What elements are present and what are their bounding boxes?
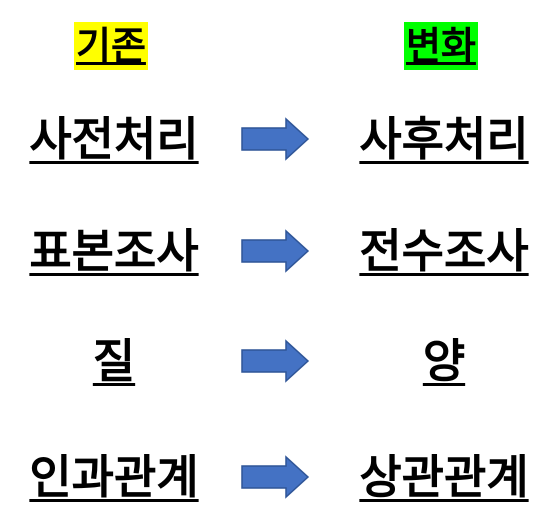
header-before: 기존 [74, 22, 148, 70]
after-term: 사후처리 [334, 106, 554, 172]
before-term: 인과관계 [4, 444, 224, 510]
after-term: 상관관계 [334, 444, 554, 510]
before-term: 질 [4, 328, 224, 394]
comparison-row: 인과관계 상관관계 [0, 444, 556, 514]
after-term-label: 사후처리 [359, 112, 529, 166]
right-arrow-icon [241, 339, 310, 383]
right-arrow-icon [241, 229, 310, 273]
right-arrow-icon [241, 455, 310, 499]
before-term: 표본조사 [4, 218, 224, 284]
header-after: 변화 [404, 22, 478, 70]
before-term-label: 표본조사 [29, 224, 199, 278]
comparison-row: 질 양 [0, 328, 556, 398]
after-term-label: 상관관계 [359, 450, 529, 504]
before-term: 사전처리 [4, 106, 224, 172]
after-term-label: 전수조사 [359, 224, 529, 278]
after-term: 전수조사 [334, 218, 554, 284]
before-term-label: 인과관계 [29, 450, 199, 504]
after-term: 양 [334, 328, 554, 394]
comparison-row: 표본조사 전수조사 [0, 218, 556, 288]
before-term-label: 질 [92, 334, 136, 388]
before-term-label: 사전처리 [29, 112, 199, 166]
right-arrow-icon [241, 117, 310, 161]
comparison-row: 사전처리 사후처리 [0, 106, 556, 176]
after-term-label: 양 [422, 334, 466, 388]
